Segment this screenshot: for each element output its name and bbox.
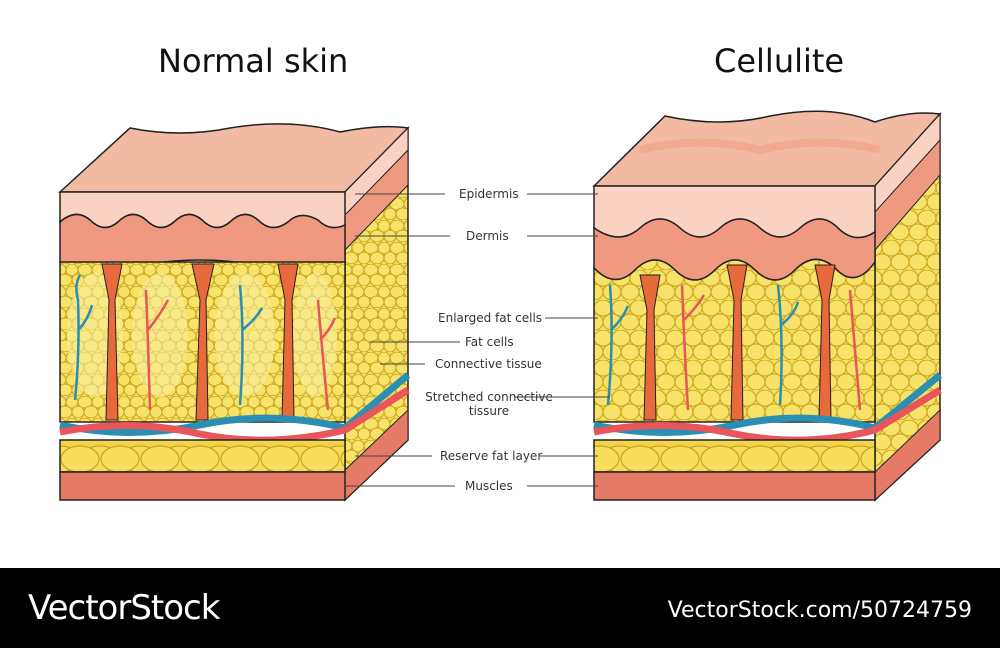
skin-diagram — [58, 110, 943, 502]
label-stretched-line2: tissure — [468, 404, 510, 418]
label-fat-cells: Fat cells — [465, 335, 514, 349]
cellulite-stretched-connective-tissue — [639, 264, 836, 421]
brand-logo: VectorStock — [28, 588, 220, 628]
label-muscles: Muscles — [465, 479, 513, 493]
label-connective-tissue: Connective tissue — [435, 357, 542, 371]
cellulite-artery — [593, 387, 942, 444]
normal-skin-top-face — [58, 123, 410, 193]
label-epidermis: Epidermis — [459, 187, 519, 201]
normal-skin-block — [58, 123, 411, 502]
title-cellulite: Cellulite — [714, 42, 845, 80]
label-reserve-fat-layer: Reserve fat layer — [440, 449, 543, 463]
label-stretched-line1: Stretched connective — [425, 390, 553, 404]
label-enlarged-fat-cells: Enlarged fat cells — [438, 311, 543, 325]
normal-artery — [59, 387, 410, 444]
label-dermis: Dermis — [466, 229, 509, 243]
cellulite-muscles — [593, 471, 876, 501]
normal-reserve-fat — [59, 439, 346, 473]
footer-bar: VectorStock VectorStock.com/50724759 — [0, 568, 1000, 648]
title-normal-skin: Normal skin — [158, 42, 349, 80]
cellulite-vein — [593, 372, 943, 436]
cellulite-reserve-fat — [593, 439, 876, 473]
leader-lines — [345, 193, 610, 487]
stock-id: VectorStock.com/50724759 — [667, 598, 972, 623]
normal-vein — [59, 372, 411, 436]
label-stretched-connective-tissue: Stretched connective tissure — [425, 390, 553, 418]
normal-muscles — [59, 471, 346, 501]
cellulite-block — [592, 110, 943, 502]
